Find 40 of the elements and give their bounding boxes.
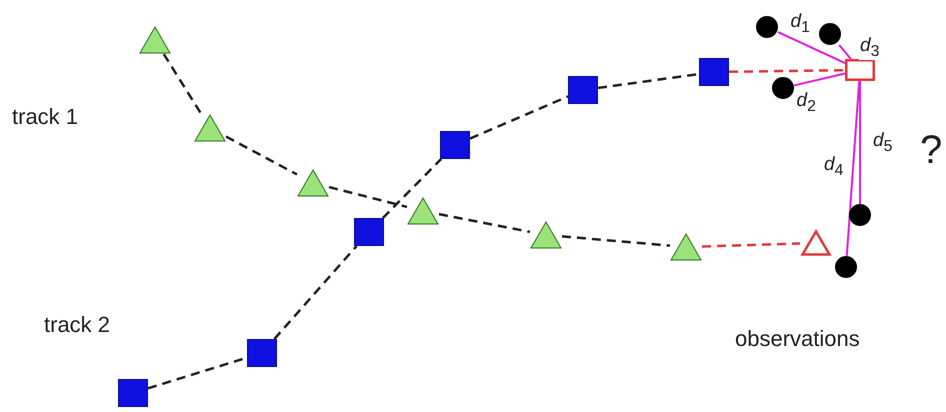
distance-line	[838, 44, 852, 60]
dashed-line	[470, 95, 568, 140]
text-label: track 2	[44, 312, 110, 338]
observation-dot	[756, 16, 778, 38]
square-marker	[699, 58, 729, 86]
square-marker	[440, 131, 470, 159]
edge-label: d$_{3}$	[859, 36, 880, 60]
triangle-marker	[139, 26, 171, 54]
question-mark: ?	[920, 128, 942, 173]
distance-line	[778, 31, 846, 64]
dashed-line	[702, 242, 800, 248]
dashed-line	[438, 212, 530, 234]
edge-label: d$_{5}$	[872, 130, 894, 154]
dashed-line	[728, 68, 846, 74]
text-label: track 1	[12, 104, 78, 130]
observation-dot	[772, 77, 794, 99]
triangle-marker	[530, 221, 562, 249]
observation-dot	[849, 204, 871, 226]
triangle-marker	[297, 169, 329, 197]
observation-dot	[835, 256, 857, 278]
predicted-triangle	[800, 229, 832, 257]
text-label: observations	[735, 326, 860, 352]
observation-dot	[819, 23, 841, 45]
square-marker	[247, 339, 277, 367]
distance-line	[846, 80, 860, 256]
dashed-line	[562, 235, 670, 247]
dashed-line	[162, 53, 202, 115]
triangle-marker	[194, 114, 226, 142]
distance-line	[794, 72, 846, 86]
dashed-line	[273, 245, 358, 340]
predicted-square	[845, 59, 875, 81]
square-marker	[568, 76, 598, 104]
square-marker	[118, 379, 148, 407]
dashed-line	[382, 158, 442, 219]
square-marker	[354, 218, 384, 246]
dashed-line	[225, 135, 298, 176]
distance-line	[859, 81, 861, 204]
triangle-marker	[670, 233, 702, 261]
dashed-line	[328, 186, 408, 208]
triangle-marker	[407, 197, 439, 225]
